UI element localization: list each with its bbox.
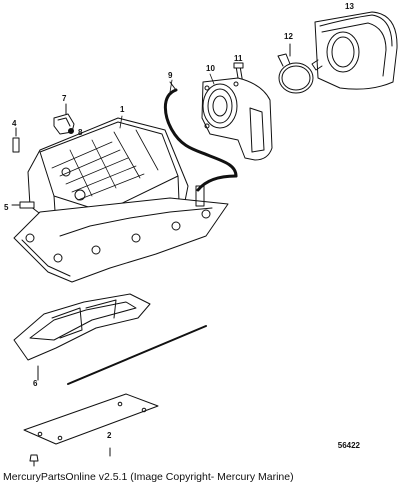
callout-6: 6 bbox=[33, 379, 38, 388]
plenum-gasket bbox=[13, 293, 207, 385]
cover-plate bbox=[23, 393, 159, 457]
sensor-screw bbox=[68, 128, 74, 134]
callout-4: 4 bbox=[12, 119, 17, 128]
callout-11: 11 bbox=[234, 54, 243, 63]
callout-7: 7 bbox=[62, 94, 67, 103]
diagram-reference-number: 56422 bbox=[337, 441, 360, 450]
drain-fitting bbox=[29, 454, 39, 467]
callout-8: 8 bbox=[78, 128, 83, 137]
throttle-body bbox=[201, 77, 273, 161]
callout-9: 9 bbox=[168, 71, 173, 80]
callout-1: 1 bbox=[120, 105, 125, 114]
callout-2: 2 bbox=[107, 431, 112, 440]
callout-12: 12 bbox=[284, 32, 293, 41]
callout-5: 5 bbox=[4, 203, 9, 212]
flame-arrestor bbox=[311, 11, 398, 90]
callout-13: 13 bbox=[345, 2, 354, 11]
vacuum-hose bbox=[163, 81, 238, 192]
plenum-bolt bbox=[12, 127, 20, 153]
intake-manifold bbox=[13, 185, 229, 283]
hose-clamp bbox=[277, 43, 314, 94]
manifold-bolt bbox=[11, 201, 35, 209]
image-caption: MercuryPartsOnline v2.5.1 (Image Copyrig… bbox=[3, 471, 294, 483]
callout-10: 10 bbox=[206, 64, 215, 73]
